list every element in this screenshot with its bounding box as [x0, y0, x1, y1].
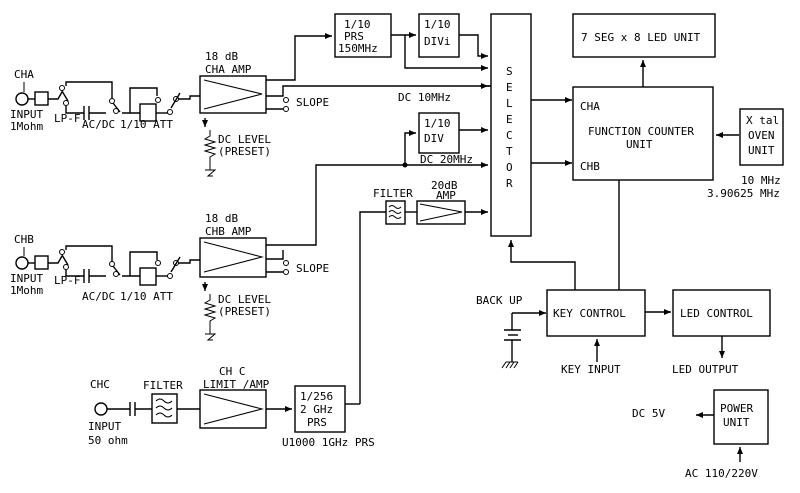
amp20-gain: 20dB — [431, 179, 458, 192]
ref-freq-2: 3.90625 MHz — [707, 187, 780, 200]
svg-text:LED CONTROL: LED CONTROL — [680, 307, 753, 320]
svg-text:UNIT: UNIT — [723, 416, 750, 429]
function-counter-unit: CHA FUNCTION COUNTER UNIT CHB — [572, 86, 714, 181]
svg-text:PRS: PRS — [307, 416, 327, 429]
led-output-label: LED OUTPUT — [672, 363, 739, 376]
channel-b: CHB INPUT 1Mohm LP-F AC/DC 1/10 ATT 18 d… — [10, 212, 329, 341]
cha-dclevel-label: DC LEVEL — [218, 133, 271, 146]
svg-text:1/10: 1/10 — [344, 18, 371, 31]
chc-input-label: INPUT — [88, 420, 121, 433]
chc-amp-label: CH C — [219, 365, 246, 378]
svg-text:UNIT: UNIT — [748, 144, 775, 157]
battery-icon — [501, 313, 521, 369]
chb-input-label: INPUT — [10, 272, 43, 285]
cha-input-connector-icon — [15, 92, 29, 106]
cha-acdc-label: AC/DC — [82, 118, 115, 131]
amp-20db — [416, 200, 466, 225]
chb-dclevel-preset: (PRESET) — [218, 305, 271, 318]
svg-text:150MHz: 150MHz — [338, 42, 378, 55]
svg-text:CHB: CHB — [580, 160, 600, 173]
cha-input-impedance: 1Mohm — [10, 120, 43, 133]
chb-acdc-label: AC/DC — [82, 290, 115, 303]
cha-potentiometer-icon — [203, 130, 217, 170]
chb-label: CHB — [14, 233, 34, 246]
ref-freq-1: 10 MHz — [741, 174, 781, 187]
divider-divi: 1/10 DIVi — [418, 13, 460, 58]
selector-block: S E L E C T O R — [490, 13, 532, 237]
channel-a: CHA INPUT 1Mohm LP-F AC/DC 1/10 ATT 18 d… — [10, 33, 500, 177]
led-control-block: LED CONTROL — [672, 289, 771, 337]
led-unit: 7 SEG x 8 LED UNIT — [572, 13, 716, 58]
key-control-block: KEY CONTROL — [546, 289, 646, 337]
dc-20mhz-label: DC 20MHz — [420, 153, 473, 166]
cha-input-buffer — [34, 91, 49, 106]
filter-top-icon — [385, 200, 406, 225]
chb-input-buffer — [34, 255, 49, 270]
svg-text:UNIT: UNIT — [626, 138, 653, 151]
chc-filter-icon — [151, 393, 178, 424]
selector-label: S — [506, 65, 513, 78]
chc-filter-label: FILTER — [143, 379, 183, 392]
channel-c: CHC INPUT 50 ohm FILTER CH C LIMIT /AMP … — [88, 365, 375, 449]
cha-input-label: INPUT — [10, 108, 43, 121]
chc-label: CHC — [90, 378, 110, 391]
svg-text:L: L — [506, 97, 513, 110]
chb-lpf-label: LP-F — [54, 274, 81, 287]
chb-amp-label: CHB AMP — [205, 225, 252, 238]
chb-att-label: 1/10 ATT — [120, 290, 173, 303]
svg-text:KEY CONTROL: KEY CONTROL — [553, 307, 626, 320]
svg-text:OVEN: OVEN — [748, 129, 775, 142]
backup-label: BACK UP — [476, 294, 523, 307]
prescaler-150mhz: 1/10 PRS 150MHz — [334, 13, 392, 58]
prescaler-2ghz: 1/256 2 GHz PRS — [294, 385, 346, 433]
xtal-oven-unit: X tal OVEN UNIT — [739, 108, 784, 166]
svg-text:POWER: POWER — [720, 402, 753, 415]
chc-amp-type: LIMIT /AMP — [203, 378, 270, 391]
chc-input-impedance: 50 ohm — [88, 434, 128, 447]
cha-label: CHA — [14, 68, 34, 81]
filter-top-label: FILTER — [373, 187, 413, 200]
svg-text:T: T — [506, 145, 513, 158]
svg-text:C: C — [506, 129, 513, 142]
svg-text:FUNCTION COUNTER: FUNCTION COUNTER — [588, 125, 694, 138]
svg-text:1/10: 1/10 — [424, 117, 451, 130]
svg-text:O: O — [506, 161, 513, 174]
svg-text:CHA: CHA — [580, 100, 600, 113]
chb-input-impedance: 1Mohm — [10, 284, 43, 297]
power-unit: POWER UNIT — [713, 389, 769, 445]
svg-text:2 GHz: 2 GHz — [300, 403, 333, 416]
svg-text:E: E — [506, 113, 513, 126]
chb-dclevel-label: DC LEVEL — [218, 293, 271, 306]
cha-att-label: 1/10 ATT — [120, 118, 173, 131]
svg-text:1/10: 1/10 — [424, 18, 451, 31]
chb-input-connector-icon — [15, 256, 29, 270]
u1000-label: U1000 1GHz PRS — [282, 436, 375, 449]
amp20-label: AMP — [436, 189, 456, 202]
svg-text:X tal: X tal — [746, 114, 779, 127]
cha-amp-label: CHA AMP — [205, 63, 252, 76]
svg-text:DIVi: DIVi — [424, 35, 451, 48]
cha-dclevel-preset: (PRESET) — [218, 145, 271, 158]
svg-text:E: E — [506, 81, 513, 94]
dc5v-label: DC 5V — [632, 407, 665, 420]
chb-potentiometer-icon — [203, 294, 217, 334]
chb-slope-label: SLOPE — [296, 262, 329, 275]
key-input-label: KEY INPUT — [561, 363, 621, 376]
chc-input-connector-icon — [94, 402, 108, 416]
svg-text:7 SEG x 8 LED UNIT: 7 SEG x 8 LED UNIT — [581, 31, 701, 44]
ac-input-label: AC 110/220V — [685, 467, 758, 480]
cha-gain-label: 18 dB — [205, 50, 238, 63]
svg-text:1/256: 1/256 — [300, 390, 333, 403]
chb-attenuator-box — [139, 267, 157, 286]
chb-gain-label: 18 dB — [205, 212, 238, 225]
svg-text:PRS: PRS — [344, 30, 364, 43]
dc-10mhz-label: DC 10MHz — [398, 91, 451, 104]
cha-slope-label: SLOPE — [296, 96, 329, 109]
svg-text:DIV: DIV — [424, 132, 444, 145]
divider-div: 1/10 DIV — [418, 112, 460, 154]
cha-lpf-label: LP-F — [54, 112, 81, 125]
svg-text:R: R — [506, 177, 513, 190]
